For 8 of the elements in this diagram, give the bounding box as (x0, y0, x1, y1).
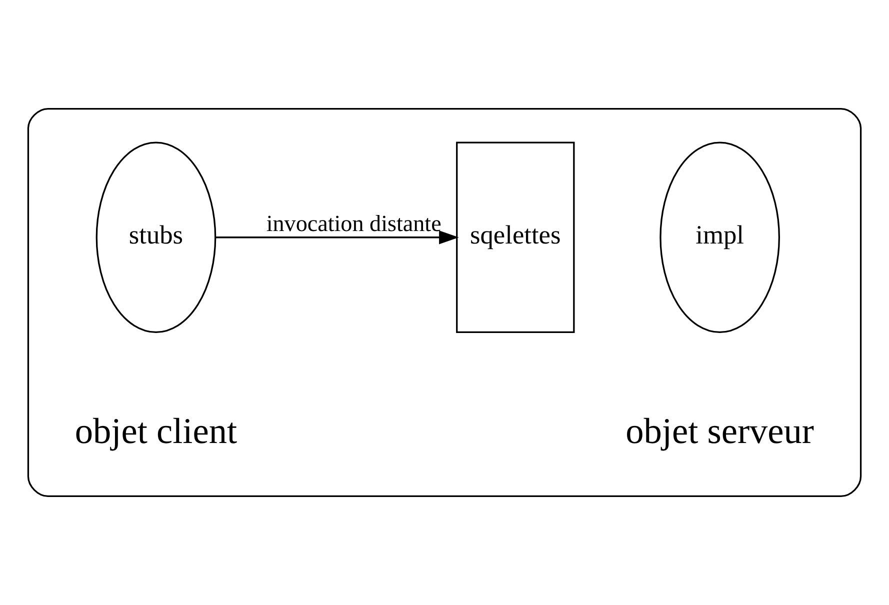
edge-label: invocation distante (266, 210, 442, 236)
node-label: objet serveur (626, 410, 814, 451)
node-box: sqelettes (456, 142, 575, 333)
cluster (27, 108, 862, 498)
node-ellipse: impl (660, 142, 780, 333)
node-label: objet client (74, 410, 238, 451)
node-ellipse: stubs (96, 142, 216, 333)
arrow (216, 230, 459, 244)
